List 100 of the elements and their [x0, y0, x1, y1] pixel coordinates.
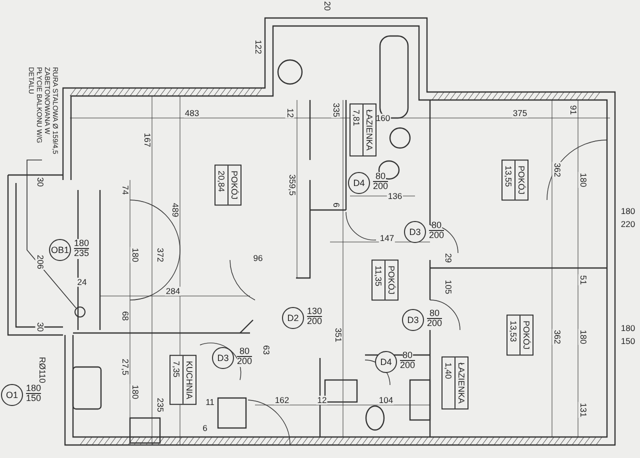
dimension-label: 63: [262, 344, 270, 356]
dimension-label: 180: [130, 384, 140, 400]
door-size: 80: [376, 172, 386, 182]
door-size: 80: [402, 351, 413, 360]
dimension-label: 180: [578, 328, 588, 346]
dimension-label: 30: [36, 321, 44, 333]
dimension-label: 483: [184, 108, 200, 118]
leader-line: [26, 160, 76, 308]
door-code: D4: [353, 178, 365, 188]
dimension-label: RØ110: [38, 356, 46, 384]
door-tag: [404, 221, 426, 243]
door-tag: [282, 307, 304, 329]
dimension-label: 12: [286, 107, 294, 119]
dimension-label: 162: [274, 396, 290, 404]
dimension-label: 206: [36, 254, 44, 270]
door-code: O1: [6, 390, 18, 400]
dimension-label: 359,5: [288, 173, 296, 197]
dimension-label: 180: [620, 206, 636, 216]
room-name: ŁAZIENKA: [364, 108, 376, 153]
dimension-label: 122: [254, 38, 262, 56]
room-area: 7,81: [350, 104, 364, 156]
door-size: 180: [74, 239, 90, 248]
dimension-label: 150: [620, 336, 636, 346]
dimension-label: 131: [578, 402, 588, 418]
room-area: 7,35: [170, 356, 184, 404]
dimension-label: 147: [378, 234, 396, 242]
door-tag: [212, 347, 234, 369]
room-area: 1,40: [442, 357, 456, 409]
dimension-label: 104: [378, 396, 394, 404]
room-tag: [442, 356, 468, 410]
door-code: D3: [409, 227, 421, 237]
room-tag: [214, 164, 242, 206]
room-name: POKÓJ: [386, 264, 398, 296]
door-size: 200: [307, 316, 322, 327]
dimension-label: 180: [578, 172, 588, 188]
room-area: 11,35: [372, 260, 386, 300]
room-area: 13,55: [502, 160, 516, 200]
dimension-label: 351: [334, 326, 342, 344]
dimension-label: 6: [202, 424, 208, 432]
door-tag: [402, 309, 424, 331]
door-tag: [348, 172, 370, 194]
room-name: KUCHNIA: [184, 360, 196, 402]
dimension-label: 180: [620, 324, 636, 332]
door-size: 180: [26, 384, 42, 394]
dimension-label: 220: [620, 220, 636, 228]
door-size: 200: [237, 356, 252, 367]
room-name: POKÓJ: [228, 170, 240, 202]
door-size: 80: [430, 309, 440, 318]
room-area: 13,53: [508, 316, 520, 354]
dimension-label: 372: [156, 246, 164, 264]
dimension-label: 136: [386, 192, 404, 200]
door-size: 130: [307, 307, 322, 316]
door-tag: [375, 351, 397, 373]
dimension-label: 235: [156, 396, 164, 414]
room-name: ŁAZIENKA: [456, 361, 468, 406]
dimension-label: 362: [552, 162, 562, 178]
dimension-label: 335: [332, 102, 340, 118]
dimension-label: 11: [204, 398, 216, 406]
door-tag: [1, 384, 23, 406]
door-size: 200: [400, 360, 416, 371]
dimension-label: 96: [252, 254, 264, 262]
dimension-label: 12: [316, 396, 328, 404]
room-name: POKÓJ: [520, 320, 532, 352]
dimension-label: 27,5: [120, 358, 130, 376]
dimension-label: 180: [130, 246, 140, 264]
room-tag: [502, 160, 528, 200]
door-code: D3: [407, 315, 419, 325]
room-tag: [506, 314, 534, 356]
door-size: 80: [240, 347, 250, 356]
door-size: 200: [373, 181, 388, 192]
room-area: 20,84: [216, 166, 228, 204]
dimension-label: 68: [120, 310, 130, 322]
door-size: 80: [432, 221, 442, 230]
door-size: 200: [429, 230, 444, 241]
dimension-label: 6: [332, 202, 340, 208]
dimension-label: 74: [120, 184, 130, 196]
door-tag: [49, 239, 71, 261]
dimension-label: 91: [568, 104, 578, 116]
door-size: 235: [74, 248, 90, 259]
dimension-label: 375: [512, 108, 528, 118]
dimension-label: 24: [76, 278, 88, 286]
dimension-label: 489: [170, 202, 180, 218]
dimension-label: 20: [322, 0, 332, 12]
door-code: D4: [380, 357, 392, 367]
dimension-label: 105: [444, 278, 452, 296]
pipe-circle: [74, 306, 86, 318]
dimension-label: 29: [444, 252, 452, 264]
room-tag: [350, 103, 376, 157]
room-name: POKÓJ: [516, 164, 528, 196]
dimension-label: 51: [578, 274, 588, 286]
door-size: 200: [427, 318, 442, 329]
dimension-label: 30: [36, 176, 44, 188]
door-code: OB1: [50, 245, 69, 255]
room-tag: [372, 260, 398, 300]
door-code: D3: [217, 353, 229, 363]
dimension-label: 167: [142, 132, 152, 148]
door-size: 150: [26, 393, 42, 404]
room-tag: [170, 354, 196, 406]
door-code: D2: [287, 313, 299, 323]
dimension-label: 284: [164, 286, 182, 296]
